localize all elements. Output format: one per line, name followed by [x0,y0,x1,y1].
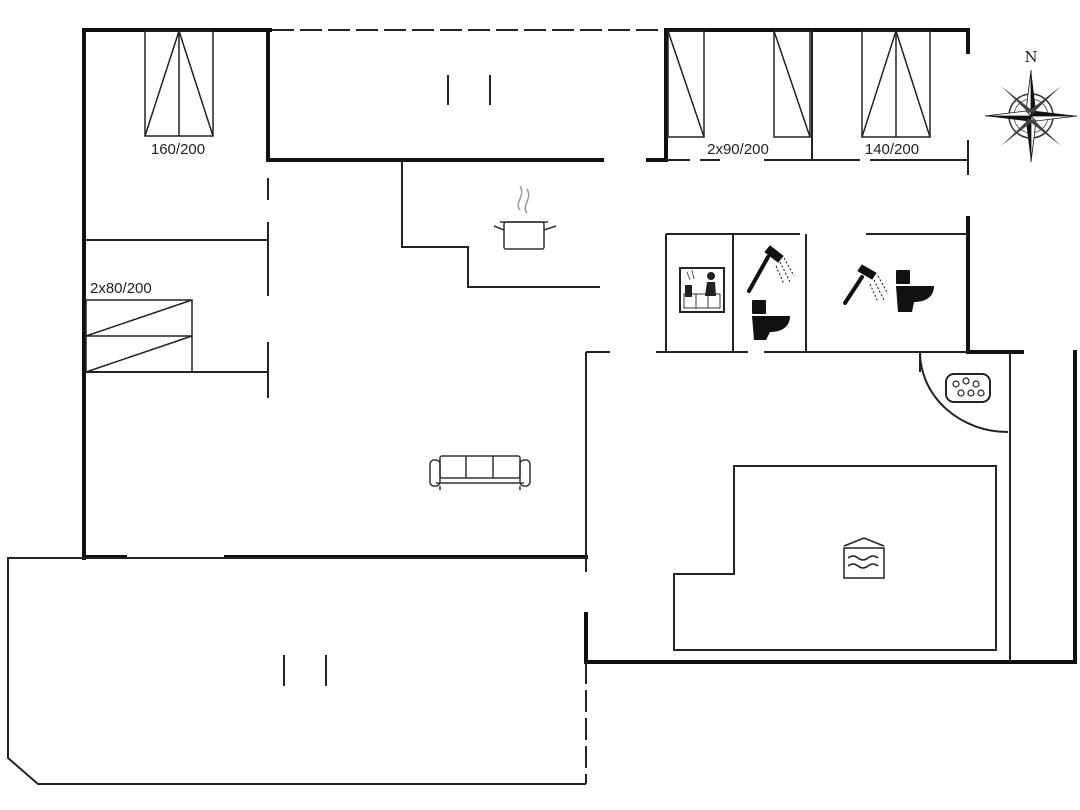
kitchen-pot-icon [493,185,557,250]
whirlpool-icon [945,373,991,403]
bed-label-2x80: 2x80/200 [90,280,152,297]
bed-label-2x90: 2x90/200 [707,141,769,158]
bed-single-a [667,30,705,138]
bed-double-right [861,30,931,138]
compass-rose-icon: N [984,48,1078,163]
shower-icon-right [843,264,889,305]
bed-label-140: 140/200 [865,141,919,158]
sofa-icon [429,455,531,490]
pool-icon [843,537,885,579]
bed-label-160: 160/200 [151,141,205,158]
toilet-icon-right [896,270,934,312]
sauna-icon [679,267,725,313]
shower-icon [747,245,795,293]
bed-double-left [144,30,214,137]
pool-outline [673,465,997,651]
bunk-bed [85,299,193,373]
compass-north-label: N [1024,48,1037,66]
windows [283,75,491,686]
toilet-icon [752,300,790,340]
bed-single-b [773,30,811,138]
